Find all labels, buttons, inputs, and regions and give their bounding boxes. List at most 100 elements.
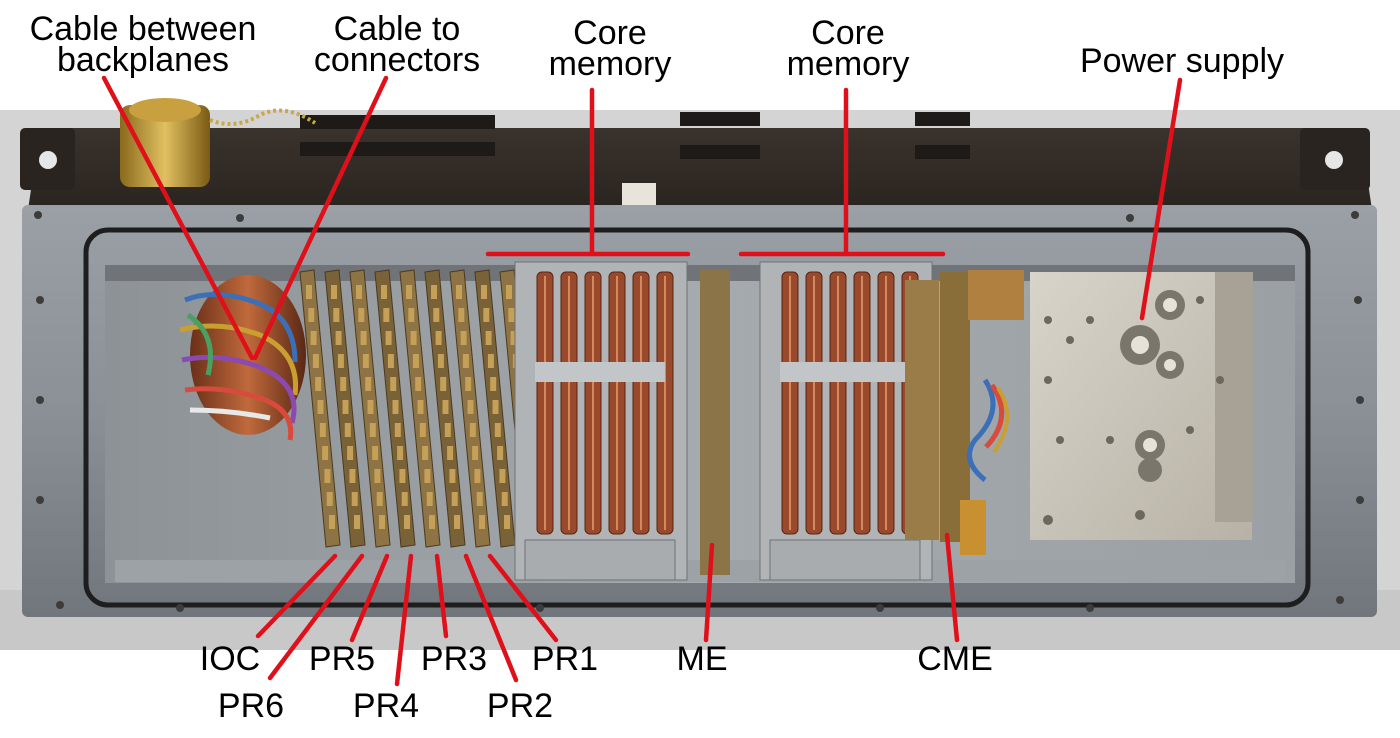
board-chip [444,423,451,437]
board-chip [306,285,312,299]
board-chip [437,354,444,368]
board-chip [335,331,342,345]
board-chip [490,377,497,391]
board-chip [315,377,322,391]
board-chip [394,423,401,437]
board-chip [329,515,335,529]
leader-pr2 [463,553,519,683]
board-chip [487,354,494,368]
board-chip [387,354,394,368]
board-chip [424,469,431,483]
label-pr6: PR6 [217,687,285,725]
board-chip [404,515,410,529]
board-chip [360,331,367,345]
board-chip [337,354,344,368]
label-power-supply: Power supply [1079,42,1285,80]
board-chip [426,492,433,506]
board-chip [483,308,490,322]
label-line-1: Cable to [333,10,461,48]
label-line-1: Cable between [29,10,257,48]
board-chip [333,308,340,322]
label-core-memory-right: Core memory [773,14,923,83]
board-chip [372,446,379,460]
label-cme: CME [917,640,993,678]
leader-cable-to-connectors [252,75,389,361]
board-chip [312,354,319,368]
board-chip [401,492,408,506]
leader-cable-between-backplanes [101,75,255,361]
board-chip [451,492,458,506]
board-chip [410,331,417,345]
board-chip [392,400,399,414]
board-chip [317,400,324,414]
board-chip [499,469,506,483]
label-core-memory-left: Core memory [535,14,685,83]
board-chip [356,285,362,299]
board-chip [429,515,435,529]
board-chip [310,331,317,345]
connector [120,105,210,187]
board-chip [494,423,501,437]
core-memory-module-right [759,261,933,581]
label-me: ME [676,640,728,678]
board-chip [469,423,476,437]
label-line-1: Core [811,14,885,52]
label-line-1: Core [573,14,647,52]
cme-board [940,272,970,542]
board-chip [447,446,454,460]
board-chip [347,446,354,460]
board-chip [390,377,397,391]
board-chip [456,285,462,299]
label-pr1: PR1 [531,640,599,678]
board-chip [465,377,472,391]
board-chip [381,285,387,299]
board-chip [474,469,481,483]
board-chip [399,469,406,483]
label-line-2: memory [786,45,910,83]
board-chip [449,469,456,483]
board-chip [433,308,440,322]
board-chip [462,354,469,368]
board-chip [331,285,337,299]
board-chip [369,423,376,437]
leader-pr4 [394,553,414,687]
board-chip [376,492,383,506]
board-chip [397,446,404,460]
module-clamp [780,362,910,382]
label-ioc: IOC [199,640,261,678]
board-chip [431,285,437,299]
board-chip [319,423,326,437]
leader-power-supply [1139,77,1183,321]
board-chip [422,446,429,460]
leader-pr6 [267,553,365,681]
leader-ioc [255,553,338,639]
board-chip [442,400,449,414]
board-chip [358,308,365,322]
board-chip [501,492,508,506]
board-chip [508,308,515,322]
board-chip [344,423,351,437]
board-chip [485,331,492,345]
leader-cme [944,532,960,643]
board-chip [476,492,483,506]
board-chip [379,515,385,529]
label-cable-between-backplanes: Cable between backplanes [10,10,276,77]
core-memory-module-left [514,261,688,581]
board-chip [408,308,415,322]
leader-pr1 [487,553,559,643]
label-pr3: PR3 [420,640,488,678]
board-chip [412,354,419,368]
board-chip [351,492,358,506]
board-chip [460,331,467,345]
label-line-2: memory [548,45,672,83]
board-chip [367,400,374,414]
board-chip [340,377,347,391]
me-board [700,270,730,575]
board-chip [326,492,333,506]
board-chip [479,515,485,529]
board-chip [510,331,517,345]
board-chip [467,400,474,414]
board-chip [308,308,315,322]
board-chip [504,515,510,529]
